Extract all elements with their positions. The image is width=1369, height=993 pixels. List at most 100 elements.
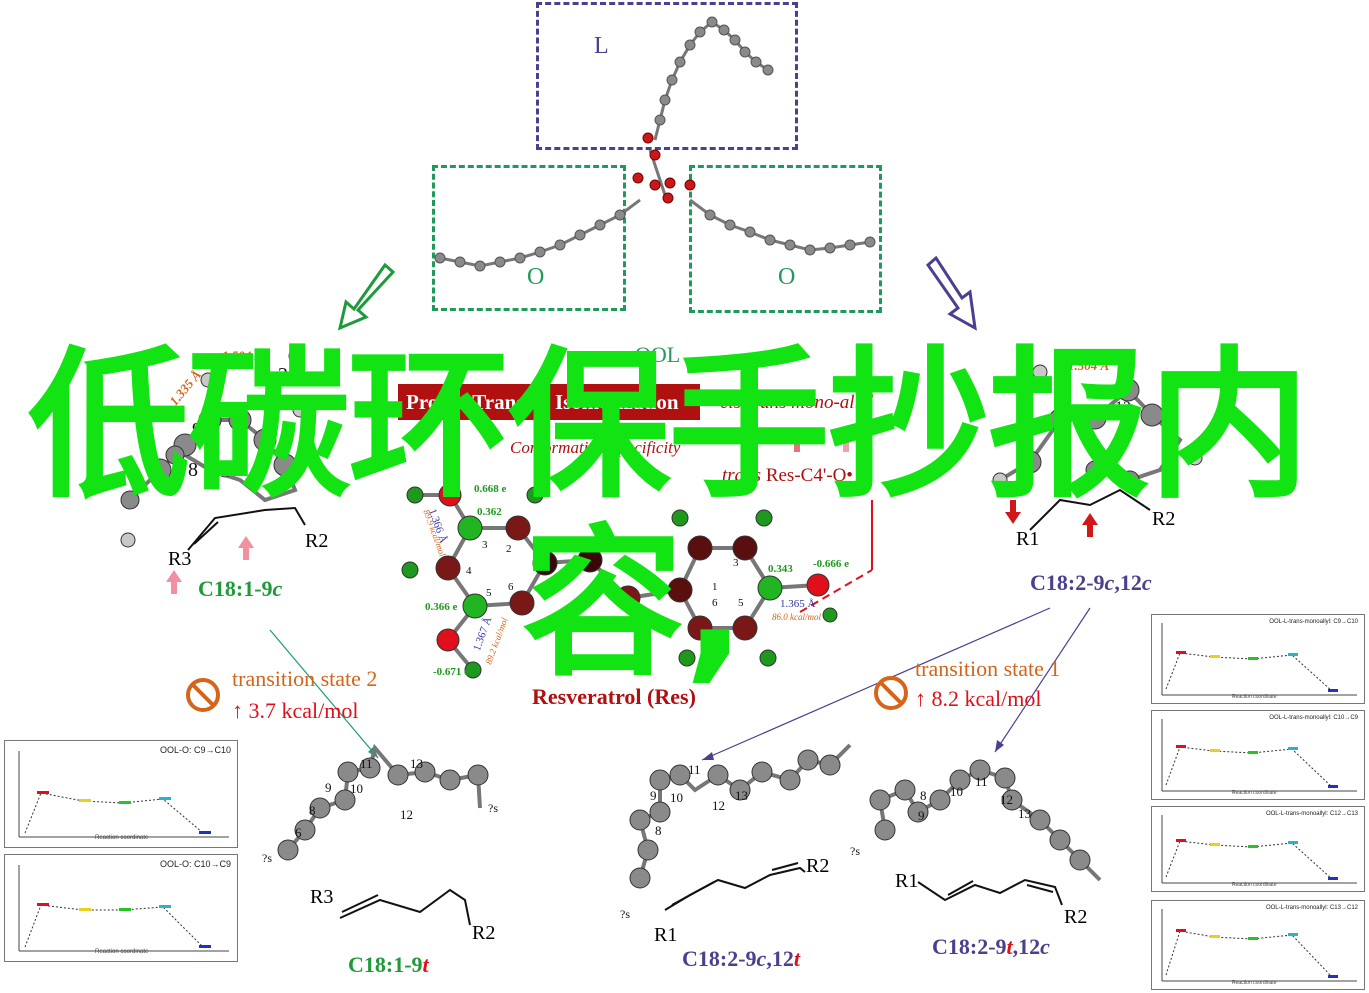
ts2-value: ↑ 3.7 kcal/mol: [232, 698, 359, 723]
svg-text:5: 5: [738, 597, 744, 609]
energy-panel-left-1-axis: Reaction coordinate: [95, 835, 149, 841]
overlay-title-line1: 低碳环保手抄报内: [28, 333, 1310, 521]
svg-text:12: 12: [712, 798, 725, 813]
isomerization-label: cis-trans mono-allyl: [720, 392, 874, 413]
box-label-top: L: [594, 33, 609, 59]
energy-panel-right-1-label: OOL-L-trans-monoallyl: C9→C10: [1269, 619, 1358, 625]
res-energy-b: 86.0 kcal/mol: [772, 612, 821, 622]
box-label-left: O: [527, 264, 545, 290]
svg-text:8: 8: [188, 459, 198, 481]
res-charge-3: 0.343: [768, 563, 793, 575]
svg-text:12: 12: [400, 807, 413, 822]
svg-text:1: 1: [712, 581, 718, 593]
svg-text:11: 11: [688, 762, 701, 777]
svg-text:?s: ?s: [262, 851, 272, 865]
product3-r1: R1: [895, 870, 919, 892]
energy-panel-right-4-label: OOL-L-trans-monoallyl: C13→C12: [1265, 905, 1358, 911]
resveratrol-name: Resveratrol (Res): [532, 684, 696, 709]
right-reactant-prefix: C18:2-9: [1030, 570, 1105, 595]
banner-subtitle: Conformation Specificity: [510, 438, 681, 457]
svg-text:?s: ?s: [488, 801, 498, 815]
left-reactant-suffix: c: [272, 576, 283, 601]
left-r2-label: R2: [305, 530, 329, 552]
product2-prefix: C18:2-9: [682, 946, 757, 971]
svg-text:3: 3: [733, 557, 739, 569]
res-charge-1: 0.668 e: [474, 483, 507, 495]
left-reactant-prefix: C18:1-9: [198, 576, 273, 601]
product3-prefix: C18:2-9: [932, 934, 1007, 959]
energy-panel-left-1: OOL-O: C9→C10 Reaction coordinate: [4, 740, 238, 848]
product1-r2: R2: [472, 922, 496, 944]
svg-text:8: 8: [309, 803, 316, 818]
res-c4-label: Res-C4'-O•: [765, 465, 853, 486]
svg-text:?s: ?s: [850, 844, 860, 858]
overlay-title-line2: 容,: [522, 511, 746, 699]
left-reactant-name: C18:1-9c: [198, 576, 282, 602]
energy-panel-right-2: OOL-L-trans-monoallyl: C10→C9 Reaction c…: [1151, 710, 1365, 800]
res-bond-b: 1.365 Å: [780, 598, 816, 610]
energy-panel-right-2-axis: Reaction coordinate: [1232, 790, 1277, 796]
svg-text:10: 10: [350, 781, 363, 796]
ts1-value: ↑ 8.2 kcal/mol: [915, 686, 1042, 711]
product1-r3: R3: [310, 886, 334, 908]
svg-text:9: 9: [650, 788, 657, 803]
right-r2-label: R2: [1152, 508, 1176, 530]
product3-name: C18:2-9t,12c: [932, 934, 1050, 960]
svg-text:13: 13: [1018, 806, 1031, 821]
left-r3-label: R3: [168, 548, 192, 570]
energy-panel-right-3-label: OOL-L-trans-monoallyl: C12→C13: [1265, 811, 1358, 817]
product3-italic: t: [1006, 934, 1013, 959]
right-reactant-suffix: c: [1141, 570, 1152, 595]
product1-prefix: C18:1-9: [348, 952, 423, 977]
svg-text:8: 8: [920, 788, 927, 803]
svg-text:4: 4: [466, 565, 472, 577]
svg-text:3: 3: [482, 539, 488, 551]
svg-text:9: 9: [325, 780, 332, 795]
res-radical-label: trans Res-C4'-O•: [722, 465, 853, 487]
svg-text:6: 6: [712, 597, 718, 609]
trans-prefix: trans: [722, 465, 762, 486]
right-reactant-mid: c: [1104, 570, 1115, 595]
energy-panel-left-2: OOL-O: C10→C9 Reaction coordinate: [4, 854, 238, 962]
product3-r2: R2: [1064, 906, 1088, 928]
ts2-title: transition state 2: [232, 666, 378, 691]
svg-text:13: 13: [410, 756, 423, 771]
svg-text:10: 10: [950, 784, 963, 799]
product2-italic: c: [756, 946, 767, 971]
right-bond-1: 1.504 Å: [1068, 358, 1110, 373]
svg-text:10: 10: [670, 790, 683, 805]
svg-text:8: 8: [655, 823, 662, 838]
svg-text:5: 5: [486, 587, 492, 599]
product2-name: C18:2-9c,12t: [682, 946, 800, 972]
energy-panel-right-1-axis: Reaction coordinate: [1232, 694, 1277, 700]
energy-panel-right-1: OOL-L-trans-monoallyl: C9→C10 Reaction c…: [1151, 614, 1365, 704]
energy-panel-left-2-axis: Reaction coordinate: [95, 949, 149, 955]
right-reactant-sep: ,12: [1114, 570, 1142, 595]
energy-panel-left-2-label: OOL-O: C10→C9: [159, 859, 231, 869]
product2-italic2: t: [793, 946, 800, 971]
isomerization-banner: Proton Transfer Isomerization: [398, 384, 700, 420]
product2-rest: ,12: [766, 946, 794, 971]
ts2-forbidden-icon: [186, 678, 220, 712]
svg-text:6: 6: [295, 825, 302, 840]
ts1-forbidden-icon: [874, 676, 908, 710]
svg-text:2: 2: [506, 543, 512, 555]
res-charge-5: 0.366 e: [425, 601, 458, 613]
energy-panel-right-2-label: OOL-L-trans-monoallyl: C10→C9: [1269, 715, 1358, 721]
res-charge-4: -0.666 e: [813, 558, 850, 570]
right-molecule-box: O: [689, 165, 882, 313]
svg-text:12: 12: [1000, 792, 1013, 807]
top-molecule-box: L: [536, 2, 798, 150]
svg-text:6: 6: [508, 581, 514, 593]
left-bond-1: 1.504 Å: [222, 348, 264, 363]
svg-text:11: 11: [360, 756, 373, 771]
ool-label: OOL: [635, 342, 681, 367]
product2-r1: R1: [654, 924, 678, 946]
ts1-title: transition state 1: [915, 656, 1061, 681]
